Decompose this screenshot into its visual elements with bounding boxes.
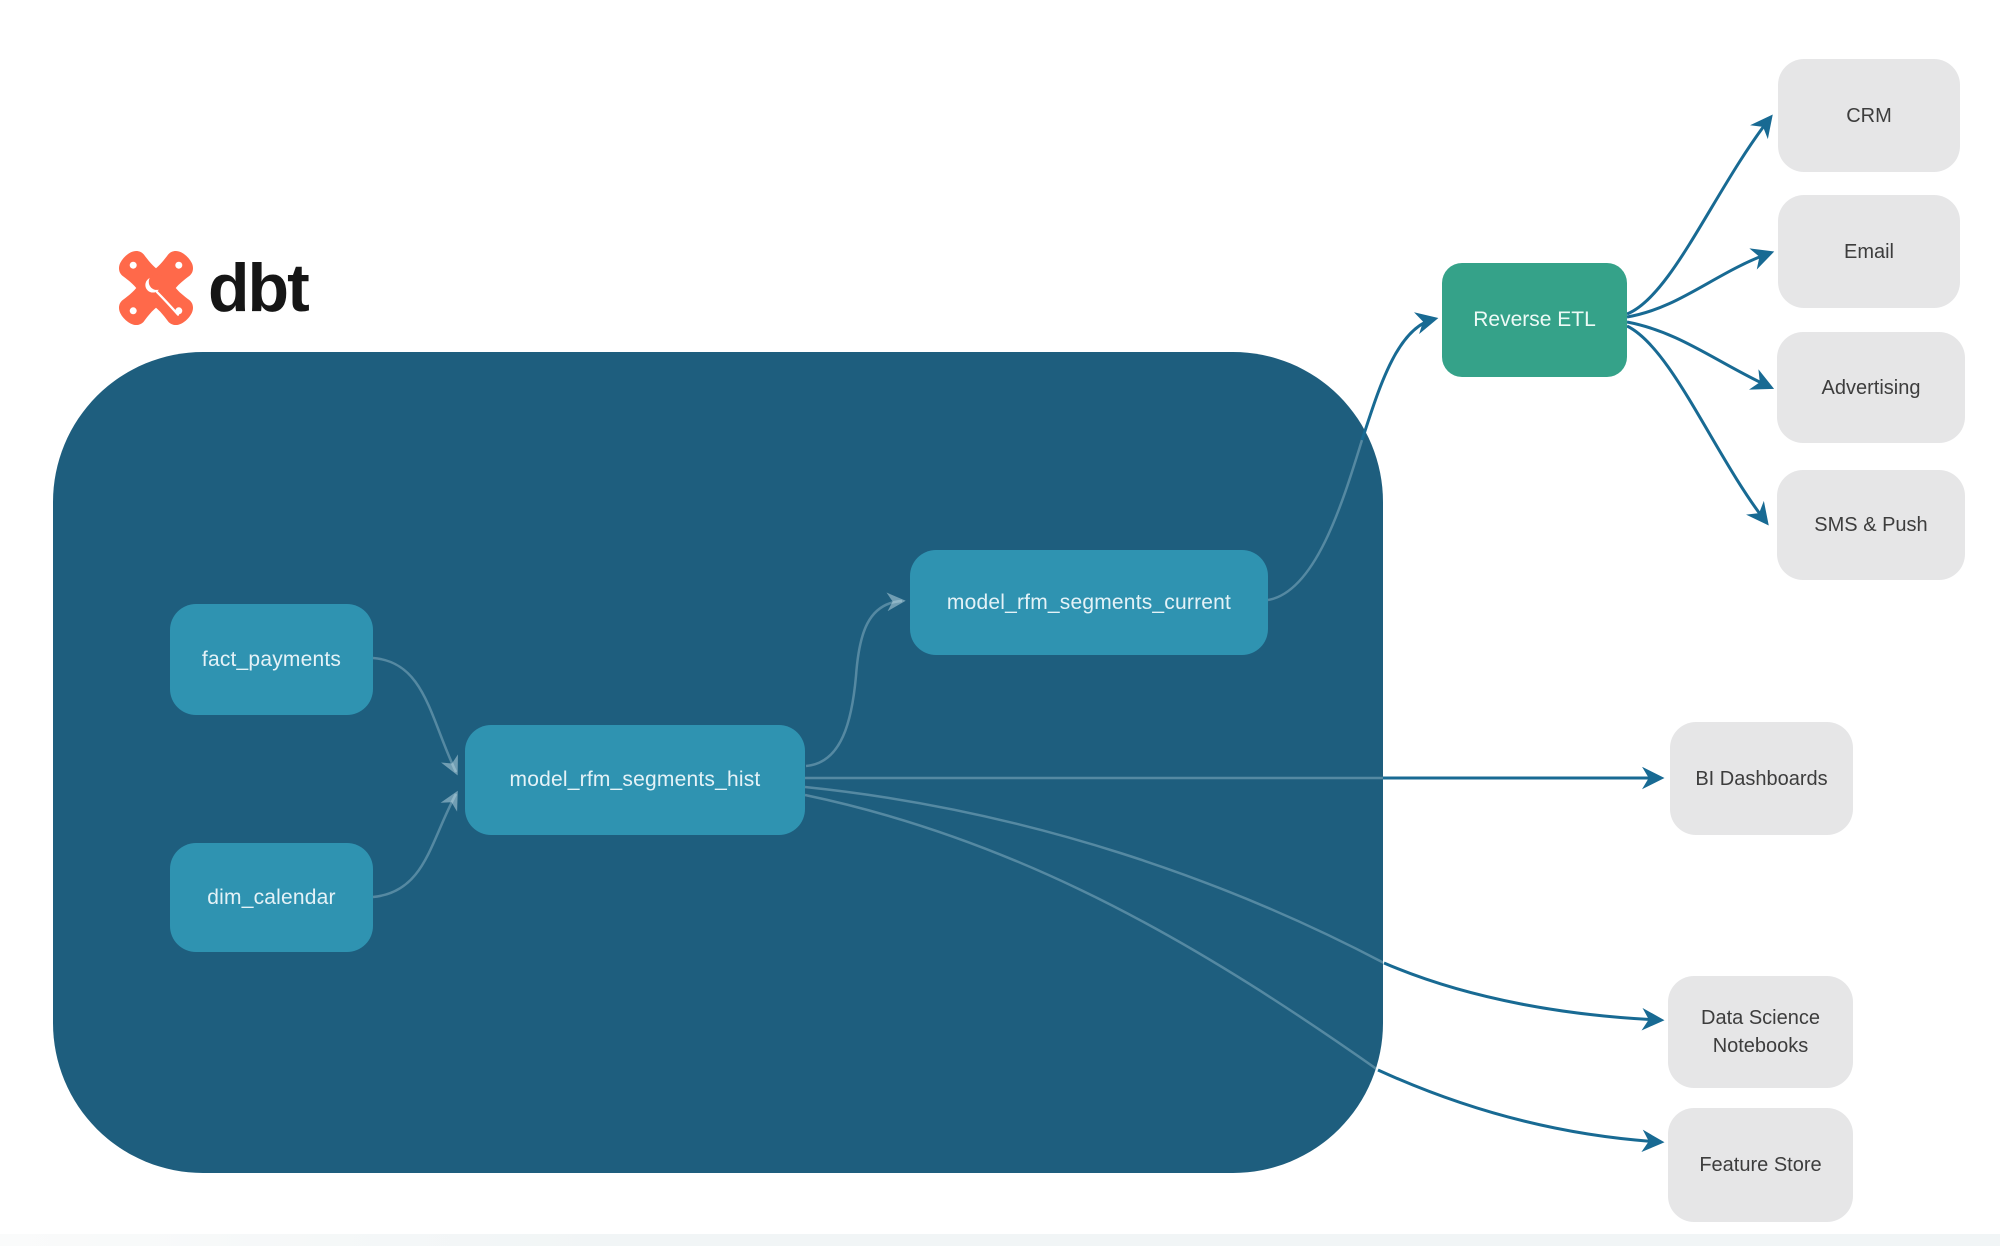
edge-hist-to-feature-store-inner: [804, 793, 1379, 1072]
edge-hist-to-notebooks-inner: [804, 785, 1385, 965]
node-reverse-etl: Reverse ETL: [1442, 263, 1627, 377]
node-sms-push: SMS & Push: [1777, 470, 1965, 580]
node-data-science-notebooks: Data Science Notebooks: [1668, 976, 1853, 1088]
node-feature-store: Feature Store: [1668, 1108, 1853, 1222]
bottom-strip: [0, 1234, 2000, 1246]
dbt-logo-icon: [118, 250, 194, 326]
edge-fact-payments-to-hist: [372, 656, 458, 776]
node-advertising: Advertising: [1777, 332, 1965, 443]
edge-reverse-etl-to-sms-push: [1626, 324, 1769, 526]
node-dim-calendar: dim_calendar: [170, 843, 373, 952]
edge-dim-calendar-to-hist: [372, 790, 458, 899]
edge-current-to-reverse-etl-inner: [1267, 439, 1364, 602]
edge-hist-to-data-science-notebooks: [1383, 961, 1665, 1031]
node-bi-dashboards: BI Dashboards: [1670, 722, 1853, 835]
dbt-logo-text: dbt: [208, 250, 310, 326]
edge-reverse-etl-to-crm: [1626, 114, 1773, 316]
edge-reverse-etl-to-advertising: [1626, 320, 1775, 390]
edge-hist-to-feature-store: [1377, 1068, 1665, 1153]
node-fact-payments: fact_payments: [170, 604, 373, 715]
node-model-rfm-segments-hist: model_rfm_segments_hist: [465, 725, 805, 835]
node-crm: CRM: [1778, 59, 1960, 172]
node-model-rfm-segments-current: model_rfm_segments_current: [910, 550, 1268, 655]
edge-hist-to-current: [805, 592, 906, 768]
edge-reverse-etl-to-email: [1626, 248, 1775, 319]
dbt-logo: dbt: [118, 250, 310, 326]
node-email: Email: [1778, 195, 1960, 308]
edge-current-to-reverse-etl: [1360, 312, 1439, 441]
